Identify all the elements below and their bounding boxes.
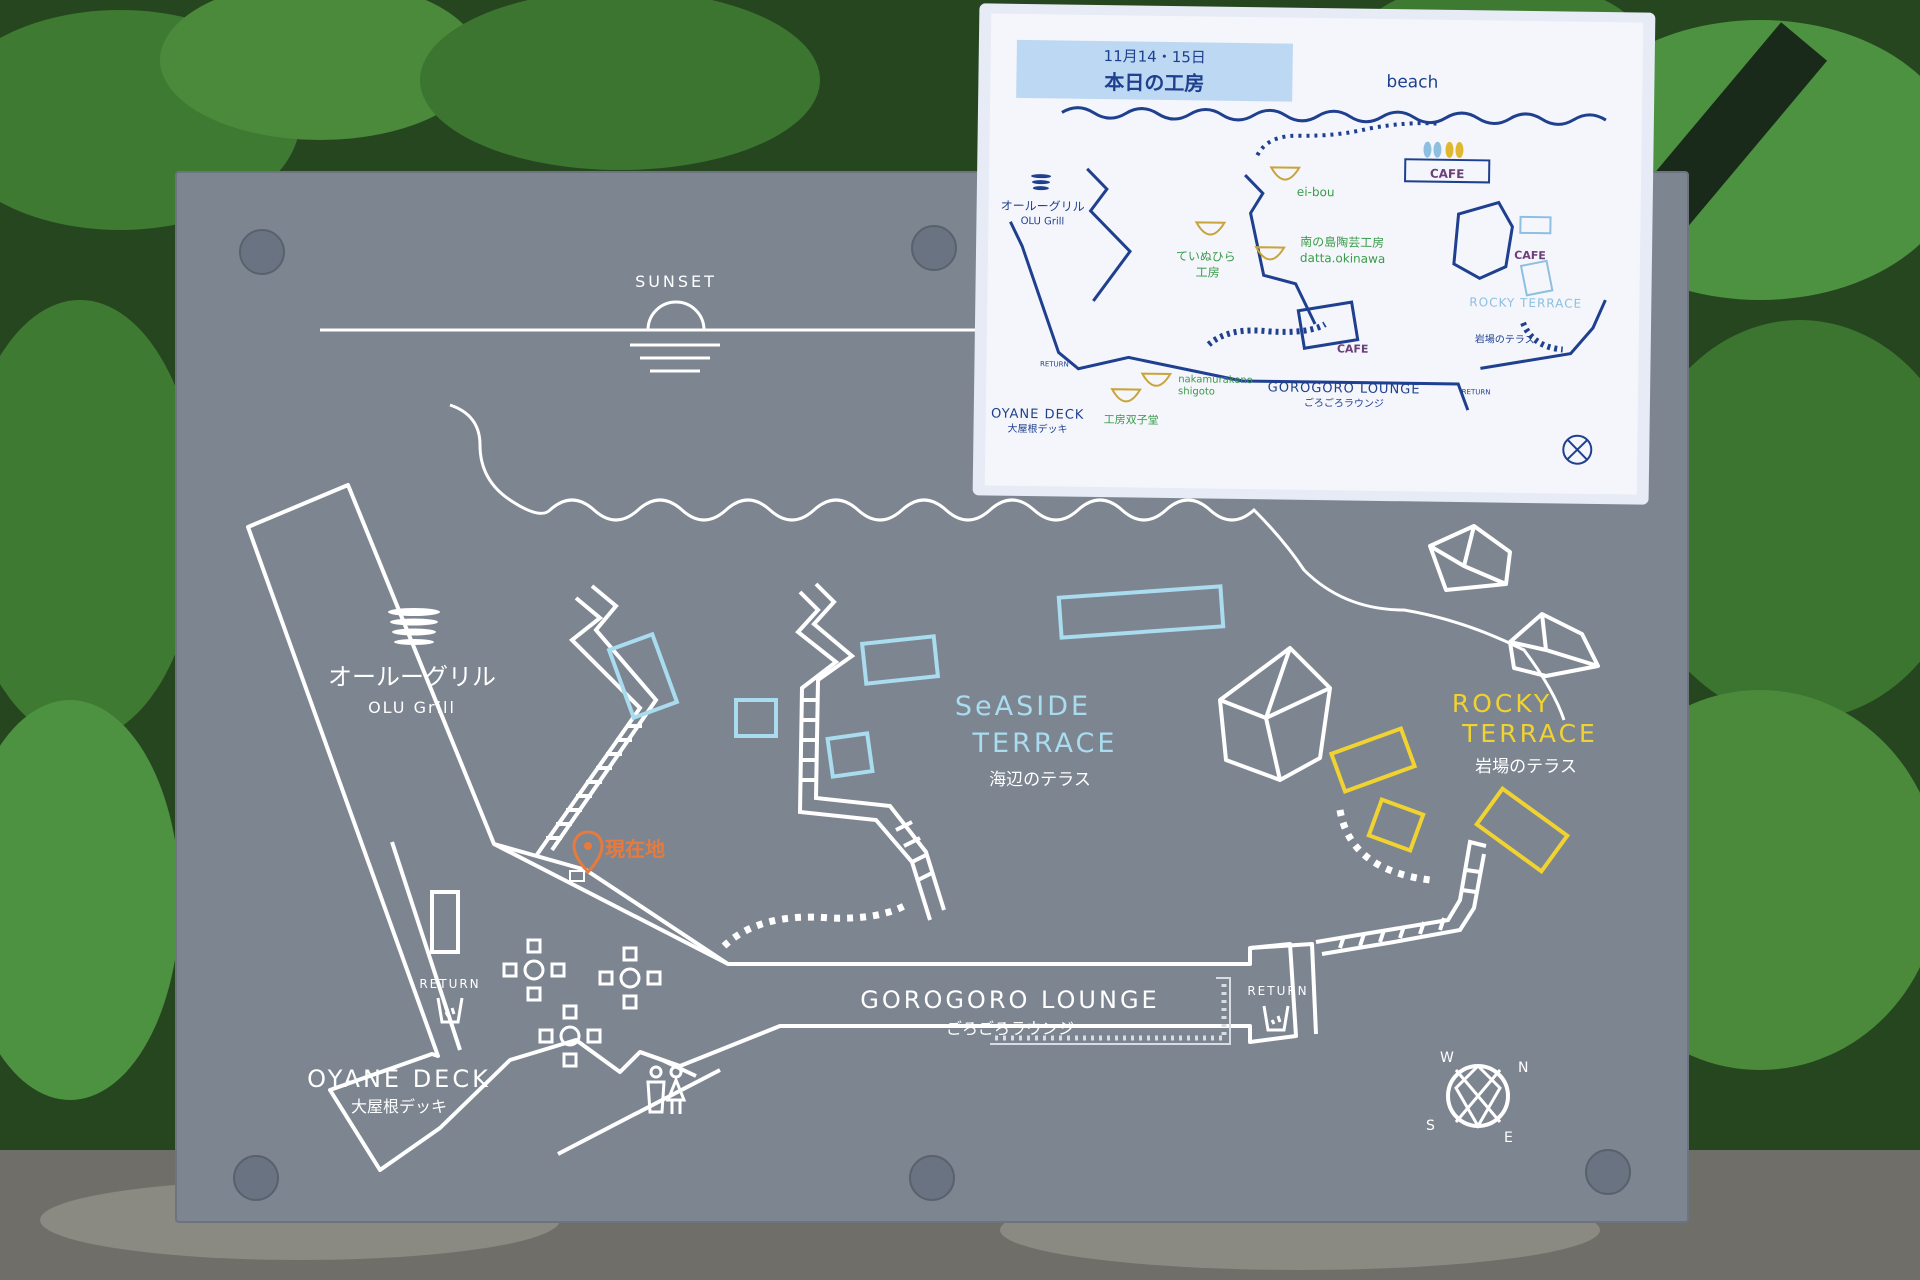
return-label-1: RETURN: [419, 977, 480, 991]
notice-cafe-3: CAFE: [1514, 249, 1546, 262]
pottery-icon: [1110, 166, 1301, 403]
notice-workshop-4-a: nakamurakeno: [1178, 374, 1253, 386]
you-are-here-label: 現在地: [605, 837, 665, 861]
notice-date: 11月14・15日: [1103, 47, 1206, 66]
notice-title: 本日の工房: [1104, 70, 1204, 95]
stairs: [534, 582, 1487, 956]
compass-s: S: [1426, 1118, 1435, 1134]
notice-lounge-en: GOROGORO LOUNGE: [1268, 380, 1421, 397]
notice-rocky-en: ROCKY TERRACE: [1469, 295, 1582, 311]
deck-table-clusters: [502, 938, 662, 1068]
return-label-2: RETURN: [1247, 984, 1308, 998]
rocky-label-1: ROCKY: [1452, 689, 1552, 718]
notice-cafe-2: CAFE: [1337, 342, 1369, 355]
seaside-label-2: TERRACE: [972, 728, 1118, 759]
deck-label-en: OYANE DECK: [307, 1065, 491, 1093]
notice-sheet: 11月14・15日 本日の工房 beach CAFE オールーグリル OLU G…: [972, 3, 1656, 505]
paper-grill-logo-icon: [1031, 174, 1052, 191]
notice-deck-en: OYANE DECK: [991, 407, 1084, 423]
notice-return-2: RETURN: [1462, 388, 1491, 396]
lounge-label-en: GOROGORO LOUNGE: [860, 986, 1159, 1014]
notice-workshop-5: 工房双子堂: [1104, 413, 1159, 427]
grill-name-jp: オールーグリル: [328, 663, 496, 691]
return-cup-icon: [1262, 1005, 1290, 1032]
notice-lounge-jp: ごろごろラウンジ: [1304, 396, 1384, 410]
notice-workshop-3-a: ていぬひら: [1176, 249, 1236, 264]
rocky-tables: [1328, 725, 1571, 875]
dashed-walkways: [721, 809, 1431, 949]
notice-rocky-jp: 岩場のテラス: [1475, 332, 1535, 346]
paper-compass-icon: [1562, 434, 1593, 465]
sea-wave: [449, 403, 1566, 721]
notice-beach: beach: [1386, 72, 1438, 93]
return-cup-icon: [436, 997, 464, 1024]
notice-grill-en: OLU Grill: [1021, 216, 1065, 228]
grill-name-en: OLU Grill: [368, 698, 456, 717]
notice-grill-jp: オールーグリル: [1001, 199, 1085, 214]
rocky-label-2: TERRACE: [1461, 719, 1598, 748]
notice-workshop-1: ei-bou: [1297, 185, 1335, 200]
notice-cafe-1: CAFE: [1430, 167, 1465, 181]
notice-return-1: RETURN: [1040, 360, 1069, 368]
compass-e: E: [1504, 1130, 1513, 1146]
deck-counter: [430, 890, 460, 954]
seaside-label-jp: 海辺のテラス: [989, 770, 1091, 790]
sandals-icon: [1423, 141, 1464, 159]
compass-n: N: [1518, 1060, 1528, 1076]
screws: [233, 225, 1631, 1201]
location-pin-icon: [572, 830, 604, 875]
rocky-label-jp: 岩場のテラス: [1475, 757, 1577, 777]
notice-workshop-2-en: datta.okinawa: [1300, 251, 1385, 266]
deck-label-jp: 大屋根デッキ: [351, 1097, 447, 1116]
rock-icon: [1218, 524, 1600, 782]
sunset-icon: [320, 300, 1000, 373]
compass-icon: [1446, 1063, 1510, 1129]
compass-w: W: [1440, 1050, 1454, 1066]
notice-workshop-2-jp: 南の島陶芸工房: [1300, 234, 1384, 250]
lounge-route: [990, 977, 1231, 1045]
lounge-path: [990, 984, 1227, 1041]
seaside-tables: [606, 584, 1226, 779]
here-marker: [569, 870, 585, 882]
lounge-label-jp: ごろごろラウンジ: [946, 1019, 1074, 1038]
restroom-icon: [646, 1065, 687, 1114]
notice-workshop-3-b: 工房: [1196, 264, 1220, 279]
sunset-label: SUNSET: [635, 272, 717, 291]
stair-treads: [546, 698, 1481, 949]
notice-deck-jp: 大屋根デッキ: [1007, 422, 1067, 436]
notice-workshop-4-b: shigoto: [1178, 386, 1215, 398]
logo-icon: [388, 608, 440, 645]
seaside-label-1: SeASIDE: [955, 691, 1091, 722]
